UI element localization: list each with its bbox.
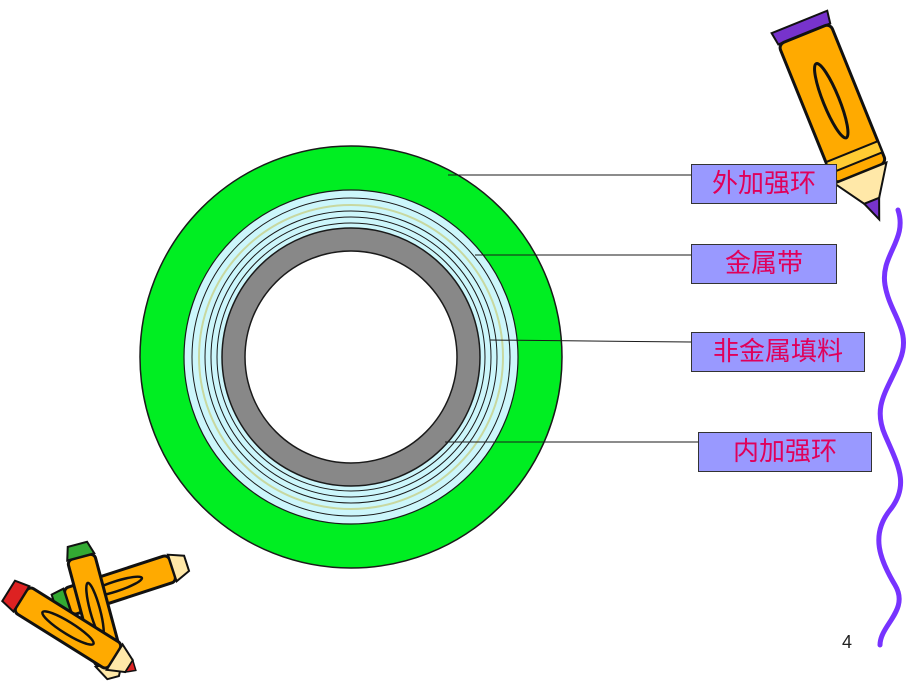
pencil-top-right-icon xyxy=(770,9,888,222)
pencils-bottom-left-icon xyxy=(0,540,191,681)
label-inner-reinforcement-ring: 内加强环 xyxy=(698,432,872,472)
page-number: 4 xyxy=(842,632,853,652)
spiral-winding-2 xyxy=(198,204,504,510)
label-outer-reinforcement-ring: 外加强环 xyxy=(691,164,837,204)
spiral-winding-1 xyxy=(191,197,511,517)
center-hole xyxy=(244,250,458,464)
label-nonmetal-filler: 非金属填料 xyxy=(691,332,865,372)
spiral-winding-4 xyxy=(210,216,492,498)
label-metal-strip: 金属带 xyxy=(691,244,837,284)
squiggle-line-decoration xyxy=(876,207,907,648)
leader-line-filler xyxy=(489,339,692,343)
spiral-winding-3 xyxy=(204,210,498,504)
spiral-winding-5 xyxy=(216,222,486,492)
gasket-rings xyxy=(139,145,563,569)
